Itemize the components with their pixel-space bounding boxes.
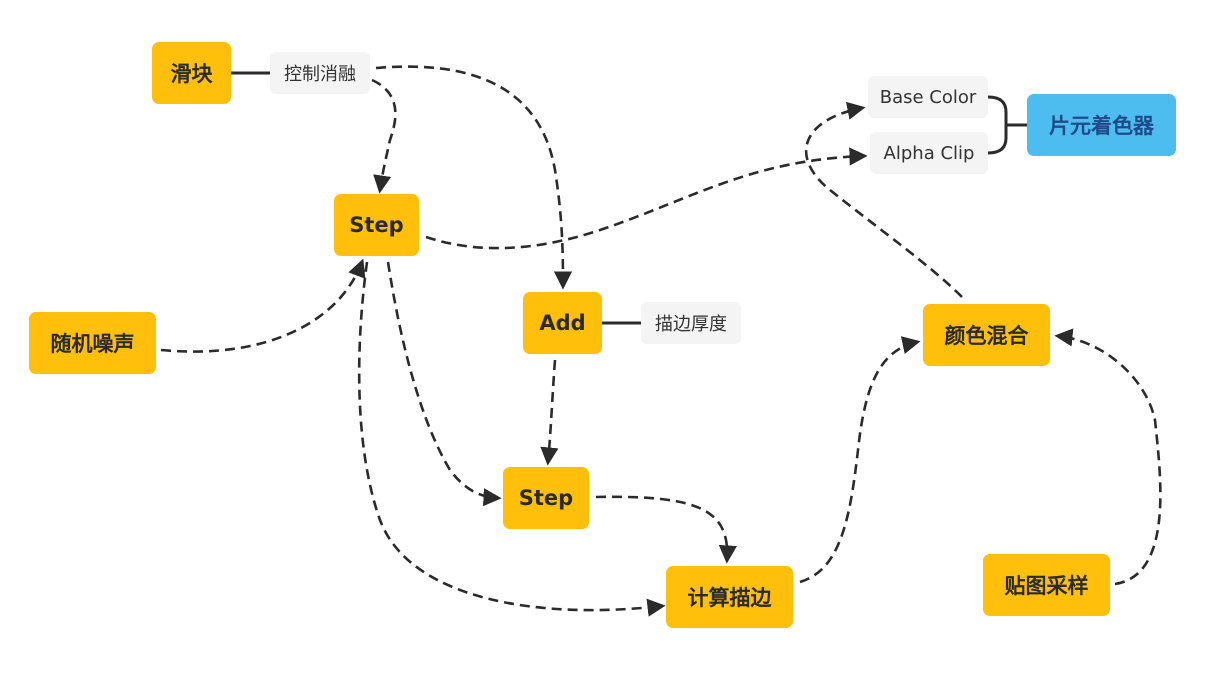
node-random-noise: 随机噪声 <box>29 312 156 374</box>
edge-noise-to-step1 <box>160 258 366 353</box>
node-fragment-shader: 片元着色器 <box>1027 94 1176 156</box>
edge-step1-to-step2 <box>386 261 502 507</box>
label-control-dissolve: 控制消融 <box>270 52 370 94</box>
edge-texture-to-colormix <box>1054 328 1162 586</box>
edge-step2-to-calcoutline <box>595 495 737 564</box>
label-outline-thickness: 描边厚度 <box>641 302 741 344</box>
label-base-color: Base Color <box>868 76 988 118</box>
edge-dissolve-to-add <box>375 65 573 290</box>
edge-dissolve-to-step1 <box>371 78 397 194</box>
edge-colormix-to-basecolor <box>804 101 963 298</box>
node-calc-outline: 计算描边 <box>666 566 793 628</box>
node-slider: 滑块 <box>152 42 231 104</box>
node-step-2: Step <box>503 467 589 529</box>
node-add: Add <box>523 292 602 354</box>
edge-step1-to-alphaclip <box>425 147 868 250</box>
edge-add-to-step2 <box>540 359 559 466</box>
node-color-mix: 颜色混合 <box>923 304 1050 366</box>
bracket-line <box>987 95 1027 155</box>
edge-calcoutline-to-colormix <box>799 336 921 584</box>
label-alpha-clip: Alpha Clip <box>870 132 988 174</box>
node-texture-sample: 贴图采样 <box>983 554 1110 616</box>
edge-step1-to-calcoutline <box>357 261 666 617</box>
node-step-1: Step <box>334 194 419 256</box>
